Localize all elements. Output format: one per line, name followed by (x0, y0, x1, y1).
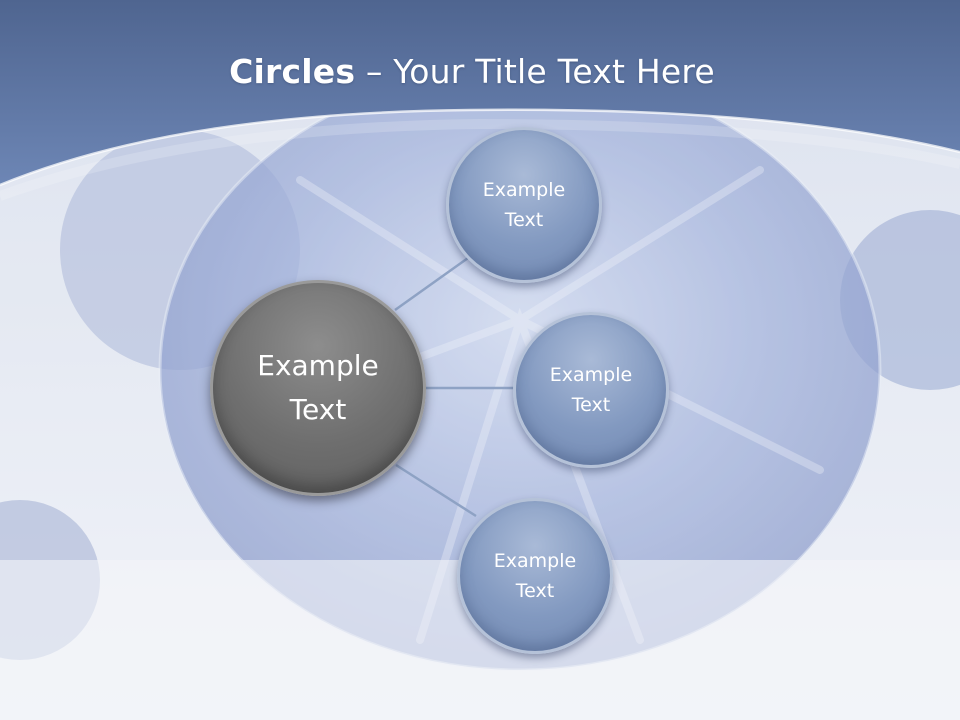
node-circle-3-line1: Example (493, 550, 577, 572)
node-circle-2-text: Example Text (550, 360, 632, 420)
node-circle-1-text: Example Text (483, 175, 565, 235)
node-circle-1[interactable]: Example Text (446, 127, 602, 283)
center-circle-line2: Text (289, 393, 347, 426)
center-circle-text: Example Text (257, 344, 378, 432)
connector-line-3 (395, 463, 477, 518)
node-circle-2-line1: Example (549, 364, 633, 386)
node-circle-3[interactable]: Example Text (457, 498, 613, 654)
slide-title-rest: – Your Title Text Here (355, 52, 715, 91)
connector-line-1 (394, 256, 469, 312)
node-circle-3-line2: Text (515, 580, 555, 602)
node-circle-3-text: Example Text (494, 546, 576, 606)
center-circle-line1: Example (257, 349, 379, 382)
slide-title-bold: Circles (229, 52, 356, 91)
node-circle-2[interactable]: Example Text (513, 312, 669, 468)
node-circle-1-line2: Text (504, 209, 544, 231)
node-circle-2-line2: Text (571, 394, 611, 416)
slide-title: Circles – Your Title Text Here (0, 52, 944, 91)
node-circle-1-line1: Example (482, 179, 566, 201)
center-circle[interactable]: Example Text (210, 280, 426, 496)
